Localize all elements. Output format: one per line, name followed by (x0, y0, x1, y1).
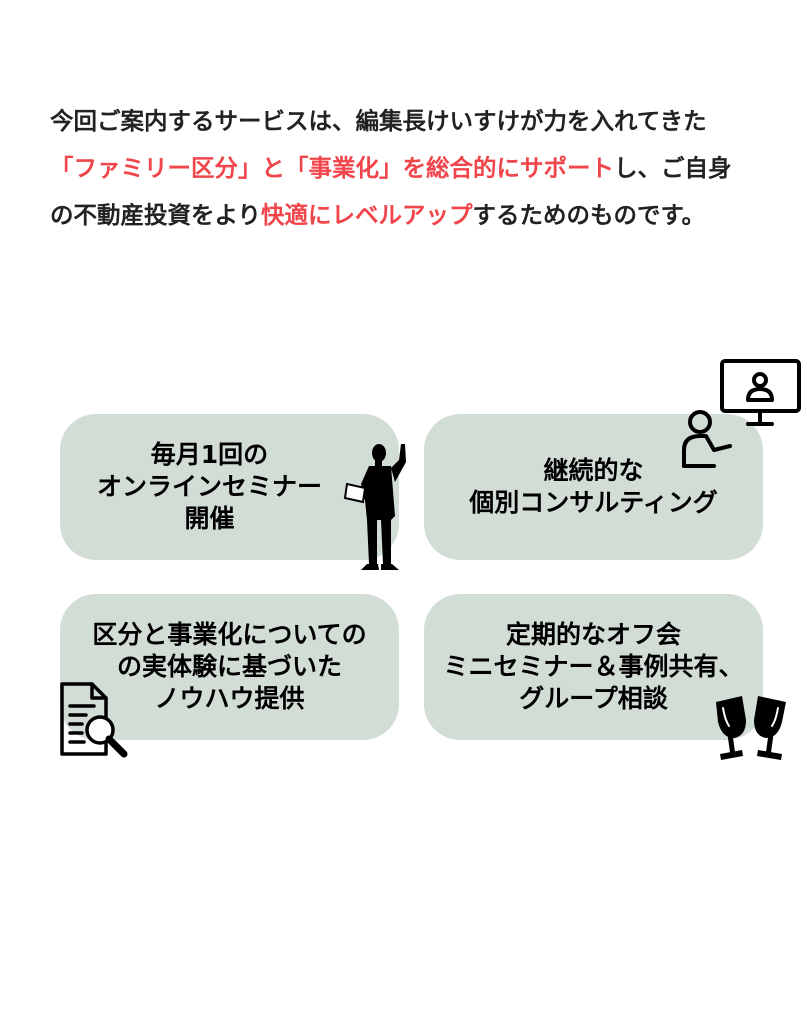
intro-segment: の不動産投資をより (50, 201, 262, 229)
intro-line-3: の不動産投資をより快適にレベルアップするためのものです。 (50, 192, 770, 239)
card-line: 毎月1回の (150, 440, 269, 469)
card-text: 区分と事業化についての の実体験に基づいた ノウハウ提供 (92, 619, 366, 715)
intro-segment: するためのものです。 (472, 201, 706, 229)
card-text: 毎月1回の オンラインセミナー 開催 (97, 439, 322, 535)
intro-segment: 今回ご案内するサービスは、編集長けいすけが力を入れてきた (50, 107, 707, 135)
presenter-silhouette-icon (343, 444, 406, 570)
card-line: の実体験に基づいた (116, 652, 342, 681)
card-text: 継続的な 個別コンサルティング (469, 455, 718, 519)
card-online-seminar: 毎月1回の オンラインセミナー 開催 (60, 414, 399, 560)
card-line: 個別コンサルティング (469, 488, 718, 517)
card-consulting: 継続的な 個別コンサルティング (424, 414, 763, 560)
card-line: グループ相談 (519, 684, 668, 713)
card-line: ノウハウ提供 (154, 684, 305, 713)
wine-glasses-toast-icon (716, 696, 786, 760)
card-line: ミニセミナー＆事例共有、 (443, 652, 744, 681)
card-line: 開催 (184, 504, 235, 533)
video-consultation-icon (682, 359, 801, 468)
card-line: 継続的な (543, 456, 644, 485)
card-line: 区分と事業化についての (92, 620, 367, 649)
card-knowhow: 区分と事業化についての の実体験に基づいた ノウハウ提供 (60, 594, 399, 740)
intro-line-2: 「ファミリー区分」と「事業化」を総合的にサポートし、ご自身 (50, 145, 770, 192)
intro-highlight: 「ファミリー区分」と「事業化」を総合的にサポート (50, 154, 614, 182)
intro-segment: し、ご自身 (614, 154, 732, 182)
card-line: 定期的なオフ会 (505, 620, 681, 649)
card-text: 定期的なオフ会 ミニセミナー＆事例共有、 グループ相談 (443, 619, 743, 715)
intro-line-1: 今回ご案内するサービスは、編集長けいすけが力を入れてきた (50, 98, 770, 145)
document-search-icon (60, 682, 128, 758)
intro-text: 今回ご案内するサービスは、編集長けいすけが力を入れてきた 「ファミリー区分」と「… (50, 98, 770, 239)
intro-highlight: 快適にレベルアップ (261, 201, 473, 229)
card-line: オンラインセミナー (96, 472, 322, 501)
card-offline-meetup: 定期的なオフ会 ミニセミナー＆事例共有、 グループ相談 (424, 594, 763, 740)
